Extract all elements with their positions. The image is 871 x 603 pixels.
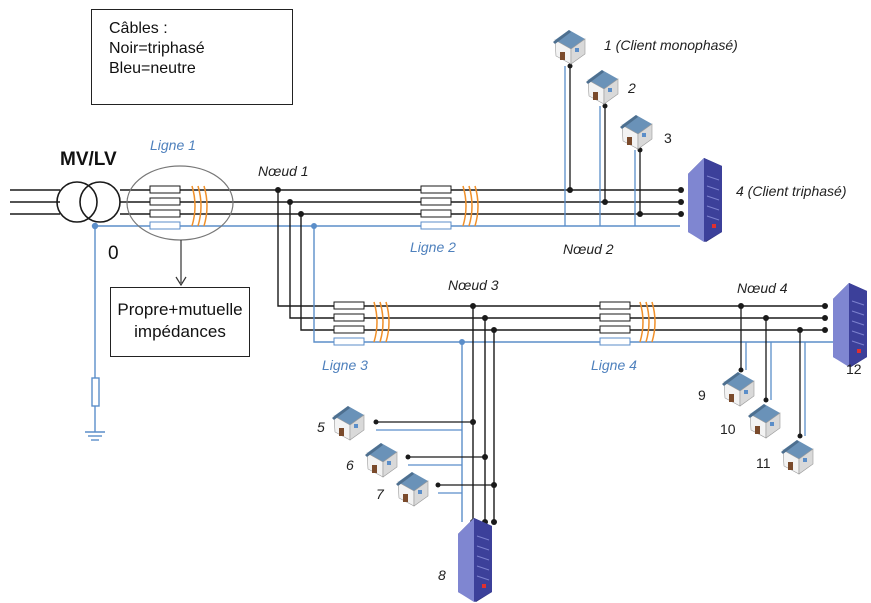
client-junctions-5-7 (373, 419, 497, 488)
client-4-building-icon (687, 157, 723, 243)
client-9-house-icon (721, 371, 755, 407)
client-10-house-icon (747, 403, 781, 439)
legend-blue-cable: Bleu=neutre (109, 60, 196, 77)
client-5-label: 5 (317, 419, 325, 435)
main-feeder-phases (120, 189, 680, 215)
client-connections-1-3 (564, 66, 641, 226)
line3-label: Ligne 3 (322, 357, 368, 373)
mv-lv-transformer (10, 181, 121, 223)
node3-branch-phases (472, 306, 495, 522)
node3-junctions (459, 303, 497, 525)
line4-impedances (599, 301, 656, 346)
client-11-label: 11 (756, 455, 771, 471)
client-2-house-icon (585, 69, 619, 105)
line3-impedances (333, 301, 390, 346)
impedance-line1: Propre+mutuelle (117, 300, 243, 319)
client-6-label: 6 (346, 457, 354, 473)
transformer-label: MV/LV (60, 149, 117, 170)
client-7-label: 7 (376, 486, 385, 502)
legend-title: Câbles : (109, 20, 168, 37)
line2-impedances (420, 185, 479, 230)
client-9-label: 9 (698, 387, 706, 403)
client-connections-9-11 (740, 306, 806, 436)
client-junctions-9-11 (738, 303, 828, 439)
cable-legend-box: Câbles : Noir=triphasé Bleu=neutre (91, 9, 293, 105)
client-12-label: 12 (846, 361, 862, 377)
line1-label: Ligne 1 (150, 137, 196, 153)
client-5-house-icon (331, 405, 365, 441)
line1-impedances (126, 165, 234, 287)
node1-label: Nœud 1 (258, 163, 309, 179)
client-10-label: 10 (720, 421, 736, 437)
client-11-house-icon (780, 439, 814, 475)
line2-label: Ligne 2 (410, 239, 456, 255)
client-1-house-icon (552, 29, 586, 65)
client-3-house-icon (619, 114, 653, 150)
client-connections-5-7 (376, 421, 494, 494)
origin-label: 0 (108, 243, 119, 264)
line4-label: Ligne 4 (591, 357, 637, 373)
client-6-house-icon (364, 442, 398, 478)
impedance-box: Propre+mutuelle impédances (110, 287, 250, 357)
client-1-label: 1 (Client monophasé) (604, 37, 738, 53)
node2-label: Nœud 2 (563, 241, 614, 257)
client-2-label: 2 (627, 80, 636, 96)
legend-black-cable: Noir=triphasé (109, 40, 205, 57)
node1-junctions (275, 187, 317, 229)
branch-phases (277, 190, 825, 331)
ground-connection (85, 222, 120, 441)
branch-neutral (313, 226, 835, 343)
impedance-line2: impédances (134, 322, 226, 341)
node4-label: Nœud 4 (737, 280, 788, 296)
client-12-building-icon (832, 282, 868, 368)
client-8-label: 8 (438, 567, 446, 583)
client-7-house-icon (395, 471, 429, 507)
client-4-label: 4 (Client triphasé) (736, 183, 847, 199)
client-8-building-icon (457, 517, 493, 603)
node3-label: Nœud 3 (448, 277, 499, 293)
client-junctions-1-3 (567, 63, 643, 217)
client4-terminals (678, 187, 684, 217)
client-3-label: 3 (664, 130, 672, 146)
